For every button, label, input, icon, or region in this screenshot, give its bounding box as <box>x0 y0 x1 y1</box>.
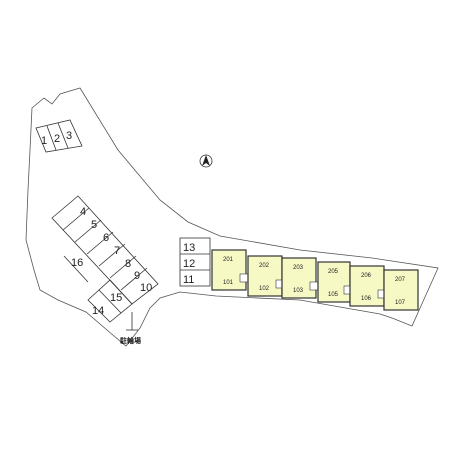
stair-mark <box>309 281 319 291</box>
parking-lower: 16 14 15 <box>63 255 133 323</box>
lot-2: 2 <box>54 133 60 145</box>
apartment-building: 201 101 202 102 203 103 205 105 206 106 207 107 <box>211 249 419 311</box>
parking-diagonal: 4 5 6 7 8 9 10 <box>51 195 159 305</box>
lot-9: 9 <box>134 270 140 282</box>
lot-10: 10 <box>140 282 152 294</box>
unit-block <box>247 255 283 297</box>
lot-7: 7 <box>114 245 120 257</box>
unit-block <box>281 257 317 299</box>
unit-label-upper: 202 <box>259 263 270 269</box>
unit-label-lower: 107 <box>395 300 406 306</box>
lot-16: 16 <box>71 257 83 269</box>
unit-label-upper: 201 <box>223 257 234 263</box>
parking-right: 13 12 11 <box>179 237 211 287</box>
site-boundary <box>25 87 439 347</box>
bicycle-parking-label: 駐輪場 <box>120 336 141 345</box>
lot-13: 13 <box>183 242 195 254</box>
unit-block <box>317 261 351 303</box>
unit-label-lower: 101 <box>223 280 234 286</box>
unit-label-upper: 206 <box>361 273 372 279</box>
north-arrow-icon <box>199 154 213 168</box>
lot-11: 11 <box>183 274 194 286</box>
lot-1: 1 <box>41 135 47 147</box>
lot-5: 5 <box>91 219 97 231</box>
lot-3: 3 <box>66 130 72 142</box>
unit-label-upper: 207 <box>395 277 406 283</box>
unit-label-lower: 103 <box>293 288 304 294</box>
lot-14: 14 <box>92 305 104 317</box>
unit-block <box>383 269 419 311</box>
unit-label-lower: 102 <box>259 286 270 292</box>
lot-15: 15 <box>110 292 122 304</box>
parking-top: 1 2 3 <box>35 119 83 153</box>
unit-block <box>211 249 247 291</box>
unit-label-lower: 106 <box>361 296 372 302</box>
lot-6: 6 <box>103 232 109 244</box>
unit-label-lower: 105 <box>328 292 339 298</box>
lot-8: 8 <box>125 258 131 270</box>
bicycle-parking: 駐輪場 <box>120 312 141 345</box>
stair-mark <box>239 273 249 283</box>
unit-label-upper: 205 <box>328 269 339 275</box>
unit-block <box>349 265 385 307</box>
lot-4: 4 <box>80 206 86 218</box>
lot-12: 12 <box>183 258 195 270</box>
unit-label-upper: 203 <box>293 265 304 271</box>
